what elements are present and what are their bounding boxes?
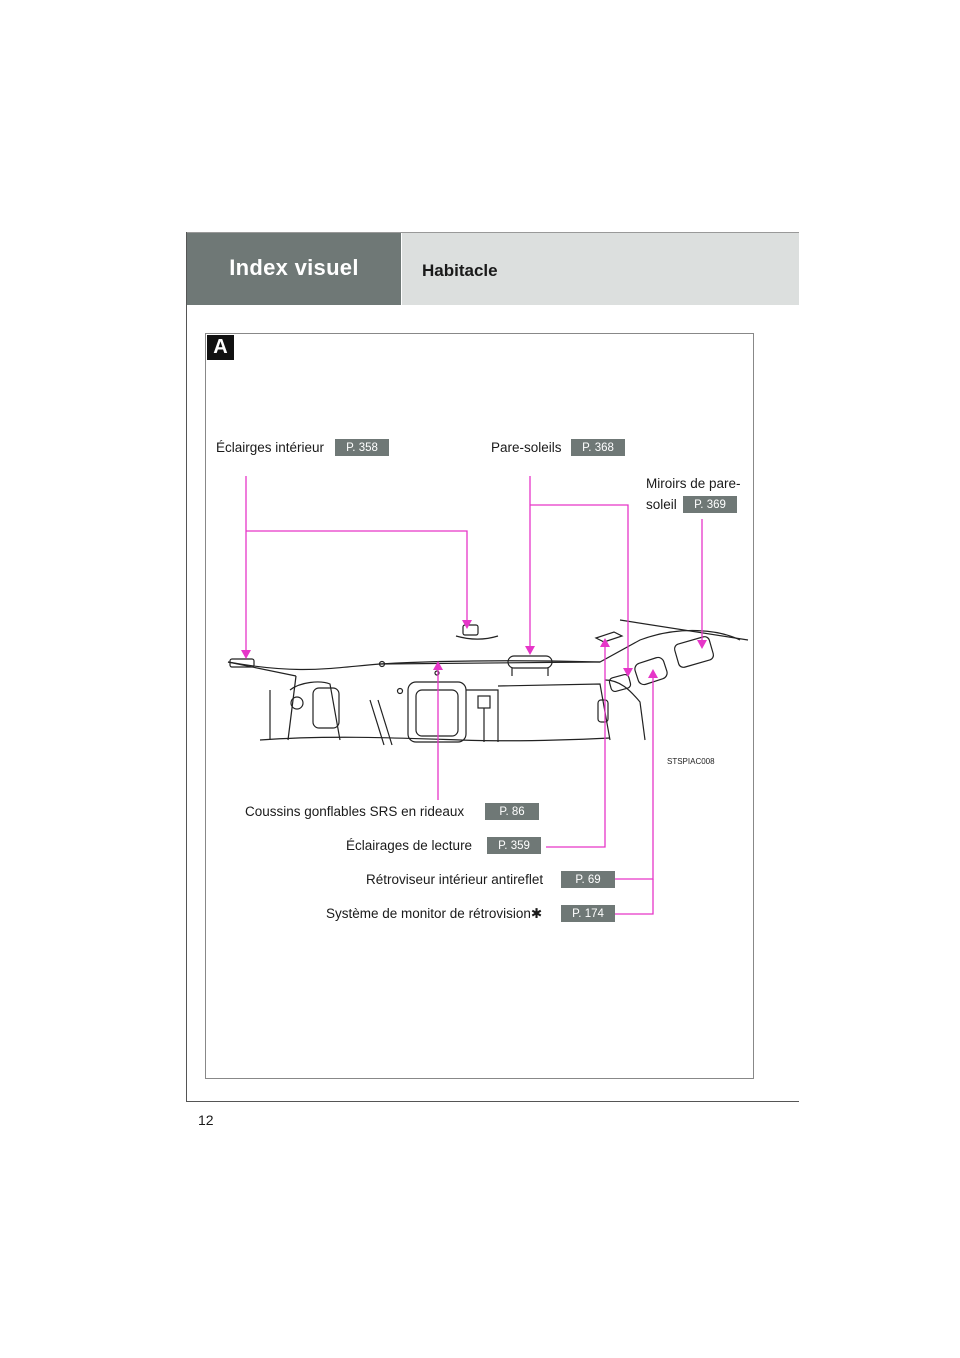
- page-bottom-rule: [186, 1101, 799, 1102]
- header-top-rule: [187, 232, 799, 233]
- page-number: 12: [198, 1112, 214, 1128]
- rear-view-monitor-page-ref[interactable]: P. 174: [561, 905, 615, 922]
- interior-lights-label: Éclairges intérieur: [216, 440, 325, 455]
- rear-view-mirror-label: Rétroviseur intérieur antireflet: [366, 872, 544, 887]
- rear-view-mirror-page-ref[interactable]: P. 69: [561, 871, 615, 888]
- figure-panel: [205, 333, 754, 1079]
- vanity-mirrors-page-ref[interactable]: P. 369: [683, 496, 737, 513]
- leader-arrowheads: [241, 620, 707, 678]
- curtain-airbags-page-ref[interactable]: P. 86: [485, 803, 539, 820]
- figure-caption: STSPIAC008: [667, 757, 715, 766]
- headliner-drawing: [227, 619, 749, 746]
- vanity-mirrors-label-line2: soleil: [646, 497, 677, 512]
- reading-lights-page-ref[interactable]: P. 359: [487, 837, 541, 854]
- rear-view-monitor-label: Système de monitor de rétrovision✱: [326, 906, 543, 921]
- vanity-mirrors-label-line1: Miroirs de pare-: [646, 476, 741, 491]
- figure-badge: A: [207, 335, 234, 360]
- interior-lights-page-ref[interactable]: P. 358: [335, 439, 389, 456]
- leader-lines: [245, 476, 703, 915]
- section-title: Index visuel: [187, 233, 401, 305]
- subsection-title: Habitacle: [402, 233, 799, 305]
- reading-lights-label: Éclairages de lecture: [346, 838, 473, 853]
- curtain-airbags-label: Coussins gonflables SRS en rideaux: [245, 804, 465, 819]
- sun-visors-label: Pare-soleils: [491, 440, 562, 455]
- page-left-rule: [186, 232, 187, 1102]
- sun-visors-page-ref[interactable]: P. 368: [571, 439, 625, 456]
